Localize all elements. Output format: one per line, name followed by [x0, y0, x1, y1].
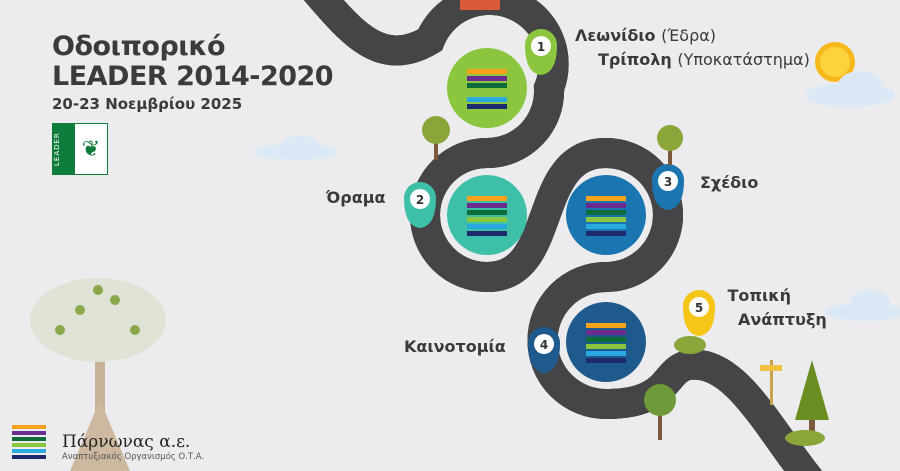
stop-1-name: Λεωνίδιο	[575, 26, 656, 45]
tree-icon	[657, 125, 683, 165]
title-line-1: Οδοιπορικό	[52, 31, 226, 62]
parnonas-logo-icon	[12, 425, 46, 459]
signpost-icon	[760, 360, 782, 405]
cloud-icon	[253, 136, 337, 160]
svg-text:1: 1	[537, 40, 545, 54]
sun-icon	[815, 42, 855, 82]
stop-label-5: Τοπική	[727, 286, 791, 305]
svg-text:2: 2	[416, 193, 424, 207]
stop-5-line-1: Τοπική	[727, 286, 791, 305]
stop-1-note: (Έδρα)	[661, 26, 717, 45]
bench-icon	[460, 0, 500, 10]
svg-text:3: 3	[664, 175, 672, 189]
stop-label-2: Όραμα	[326, 188, 386, 207]
pin-icon-3: 3	[652, 164, 684, 210]
leader-logo-text: LEADER	[53, 124, 75, 174]
stop-label-1: Λεωνίδιο (Έδρα)	[575, 26, 716, 45]
stop-label-5b: Ανάπτυξη	[738, 310, 827, 329]
cloud-icon	[805, 71, 895, 107]
svg-text:5: 5	[695, 301, 703, 315]
stop-label-1b: Τρίπολη (Υποκατάστημα)	[598, 50, 810, 69]
pin-icon-2: 2	[404, 182, 436, 228]
pin-icon-4: 4	[528, 327, 560, 373]
org-name: Πάρνωνας α.ε.	[62, 432, 191, 452]
stop-label-3: Σχέδιο	[700, 173, 759, 192]
bush-icon	[674, 336, 825, 446]
tree-icon	[644, 384, 676, 440]
pin-icon-5: 5	[683, 290, 715, 336]
stop-disc-2	[447, 175, 527, 255]
stop-disc-1	[447, 48, 527, 128]
svg-text:4: 4	[540, 338, 548, 352]
stop-label-4: Καινοτομία	[404, 337, 506, 356]
tree-icon	[30, 278, 166, 471]
stop-disc-3	[566, 175, 646, 255]
stop-1b-note: (Υποκατάστημα)	[677, 50, 810, 69]
pine-tree-icon	[795, 360, 829, 435]
road	[315, 0, 810, 471]
tree-icon	[422, 116, 450, 160]
event-date: 20-23 Νοεμβρίου 2025	[52, 95, 243, 113]
stop-disc-4	[566, 302, 646, 382]
pin-icon-1: 1	[525, 29, 557, 75]
org-subtitle: Αναπτυξιακός Οργανισμός Ο.Τ.Α.	[62, 452, 205, 462]
stop-1b-name: Τρίπολη	[598, 50, 672, 69]
leader-logo: LEADER ❦	[52, 123, 108, 175]
title-line-2: LEADER 2014-2020	[52, 61, 334, 92]
leaf-icon: ❦	[81, 136, 101, 162]
cloud-icon	[825, 290, 900, 321]
